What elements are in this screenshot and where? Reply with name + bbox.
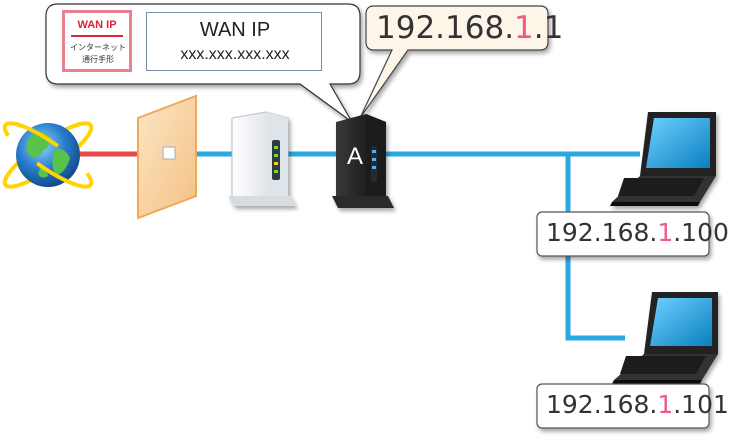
- router-ip-bubble: [359, 5, 549, 119]
- router-icon: [332, 114, 394, 208]
- router-ip-subnet: 1: [514, 10, 534, 46]
- wan-ip-card-subtitle-line2: 通行手形: [82, 55, 114, 64]
- wan-ip-card-rule: [71, 35, 123, 37]
- laptop1-ip-prefix: 192.168.: [546, 218, 658, 247]
- laptop2-ip-prefix: 192.168.: [546, 390, 658, 419]
- laptop2-ip-box: [536, 383, 710, 429]
- router-label: A: [346, 143, 363, 170]
- router-ip-prefix: 192.168.: [376, 10, 515, 46]
- laptop1-ip-address: 192.168.1.100: [546, 218, 729, 247]
- laptop1-ip-host: .100: [673, 218, 729, 247]
- laptop1-ip-box: [536, 211, 710, 257]
- wan-ip-card-subtitle: インターネット 通行手形: [67, 42, 129, 66]
- laptop2-ip-subnet: 1: [657, 390, 674, 419]
- wan-ip-info-box: WAN IP xxx.xxx.xxx.xxx: [146, 12, 322, 71]
- laptop1-ip-subnet: 1: [657, 218, 674, 247]
- laptop2-ip-address: 192.168.1.101: [546, 390, 729, 419]
- laptop2-ip-host: .101: [673, 390, 729, 419]
- modem-icon: [228, 111, 296, 206]
- router-ip-address: 192.168.1.1: [376, 10, 563, 46]
- wan-ip-card-subtitle-line1: インターネット: [70, 43, 126, 52]
- wan-ip-value: xxx.xxx.xxx.xxx: [180, 46, 290, 63]
- wan-ip-label: WAN IP: [199, 19, 271, 41]
- internet-globe-icon: [2, 121, 94, 189]
- laptop-icon-1: [610, 112, 716, 206]
- wan-ip-card: WAN IP インターネット 通行手形: [62, 10, 132, 72]
- wall-port-icon: [137, 94, 197, 220]
- router-ip-host: .1: [533, 10, 564, 46]
- wan-ip-card-title: WAN IP: [77, 19, 117, 31]
- laptop-icon-2: [612, 292, 718, 384]
